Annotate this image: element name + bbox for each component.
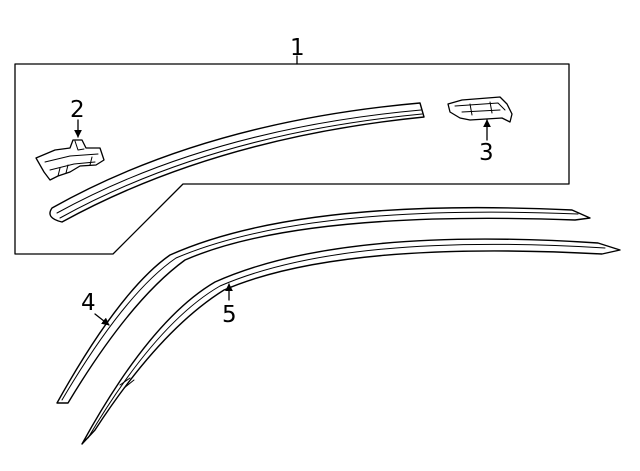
clip-part-3 (447, 96, 513, 123)
molding-part-4 (56, 206, 591, 404)
callout-3[interactable]: 3 (479, 140, 494, 166)
clip-part-2 (35, 139, 105, 181)
callout-5[interactable]: 5 (222, 302, 237, 328)
callout-4[interactable]: 4 (81, 290, 96, 316)
upper-molding-part (49, 102, 425, 223)
callout-2[interactable]: 2 (70, 97, 85, 123)
kit-outline (14, 63, 570, 255)
callout-1[interactable]: 1 (290, 35, 305, 61)
callout-4-arrow (94, 313, 110, 326)
molding-part-5 (81, 238, 621, 445)
